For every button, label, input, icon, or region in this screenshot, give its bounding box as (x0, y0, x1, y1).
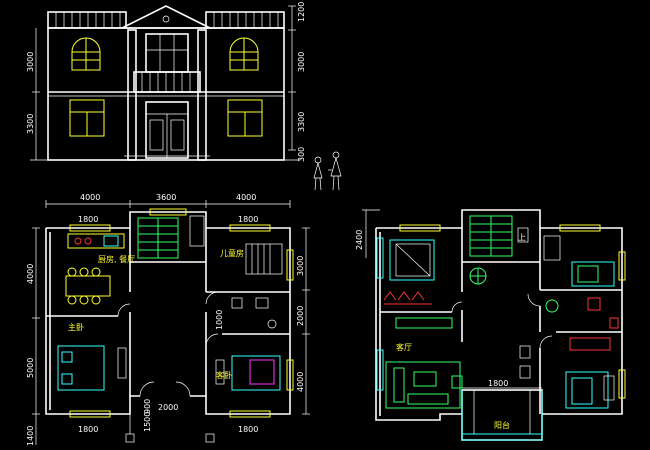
p1-porch-dim-2: 900 (143, 399, 152, 414)
p1-room-kitchen: 厨房, 餐厅 (98, 254, 135, 264)
p1-door-dim: 2000 (158, 403, 178, 412)
p2-stair-up: 上 (518, 233, 526, 242)
p1-top-dim-1: 4000 (80, 193, 100, 202)
p1-right-dim-2: 2000 (296, 306, 305, 326)
elev-dim-right-3: 3300 (297, 112, 306, 132)
p2-room-balcony: 阳台 (494, 420, 510, 430)
p1-porch-dim-1: 1500 (143, 412, 152, 432)
p1-win-dim-3: 1800 (78, 425, 98, 434)
p1-right-dim-1: 3000 (296, 256, 305, 276)
p1-bath-dim: 1000 (215, 310, 224, 330)
upper-window-left (71, 37, 101, 71)
p1-top-dim-3: 4000 (236, 193, 256, 202)
p2-bottom-dim: 1800 (488, 379, 508, 388)
elev-dim-right-2: 3000 (297, 52, 306, 72)
p1-win-dim-2: 1800 (238, 215, 258, 224)
front-elevation: 1200 3000 3300 300 3000 3300 (26, 2, 306, 162)
p1-room-kids: 儿童房 (220, 248, 244, 258)
p1-left-dim-3: 1400 (26, 426, 35, 446)
p1-win-dim-1: 1800 (78, 215, 98, 224)
p1-left-dim-2: 5000 (26, 358, 35, 378)
p2-room-living: 客厅 (396, 342, 412, 352)
elev-dim-left-2: 3300 (26, 114, 35, 134)
p2-left-dim: 2400 (355, 230, 364, 250)
human-figures (313, 151, 342, 191)
p1-room-master: 主卧 (68, 322, 84, 332)
elev-dim-left-1: 3000 (26, 52, 35, 72)
elev-dim-right-4: 300 (297, 147, 306, 162)
ground-floor-plan: 4000 3600 4000 4000 5000 1400 3000 2000 … (26, 193, 310, 446)
elev-dim-right-1: 1200 (297, 2, 306, 22)
p1-win-dim-4: 1800 (238, 425, 258, 434)
p1-left-dim-1: 4000 (26, 264, 35, 284)
second-floor-plan: 2400 1800 (355, 209, 626, 441)
p1-right-dim-3: 4000 (296, 372, 305, 392)
upper-window-right (229, 37, 259, 71)
p1-top-dim-2: 3600 (156, 193, 176, 202)
p1-room-guest: 客卧 (216, 370, 232, 380)
